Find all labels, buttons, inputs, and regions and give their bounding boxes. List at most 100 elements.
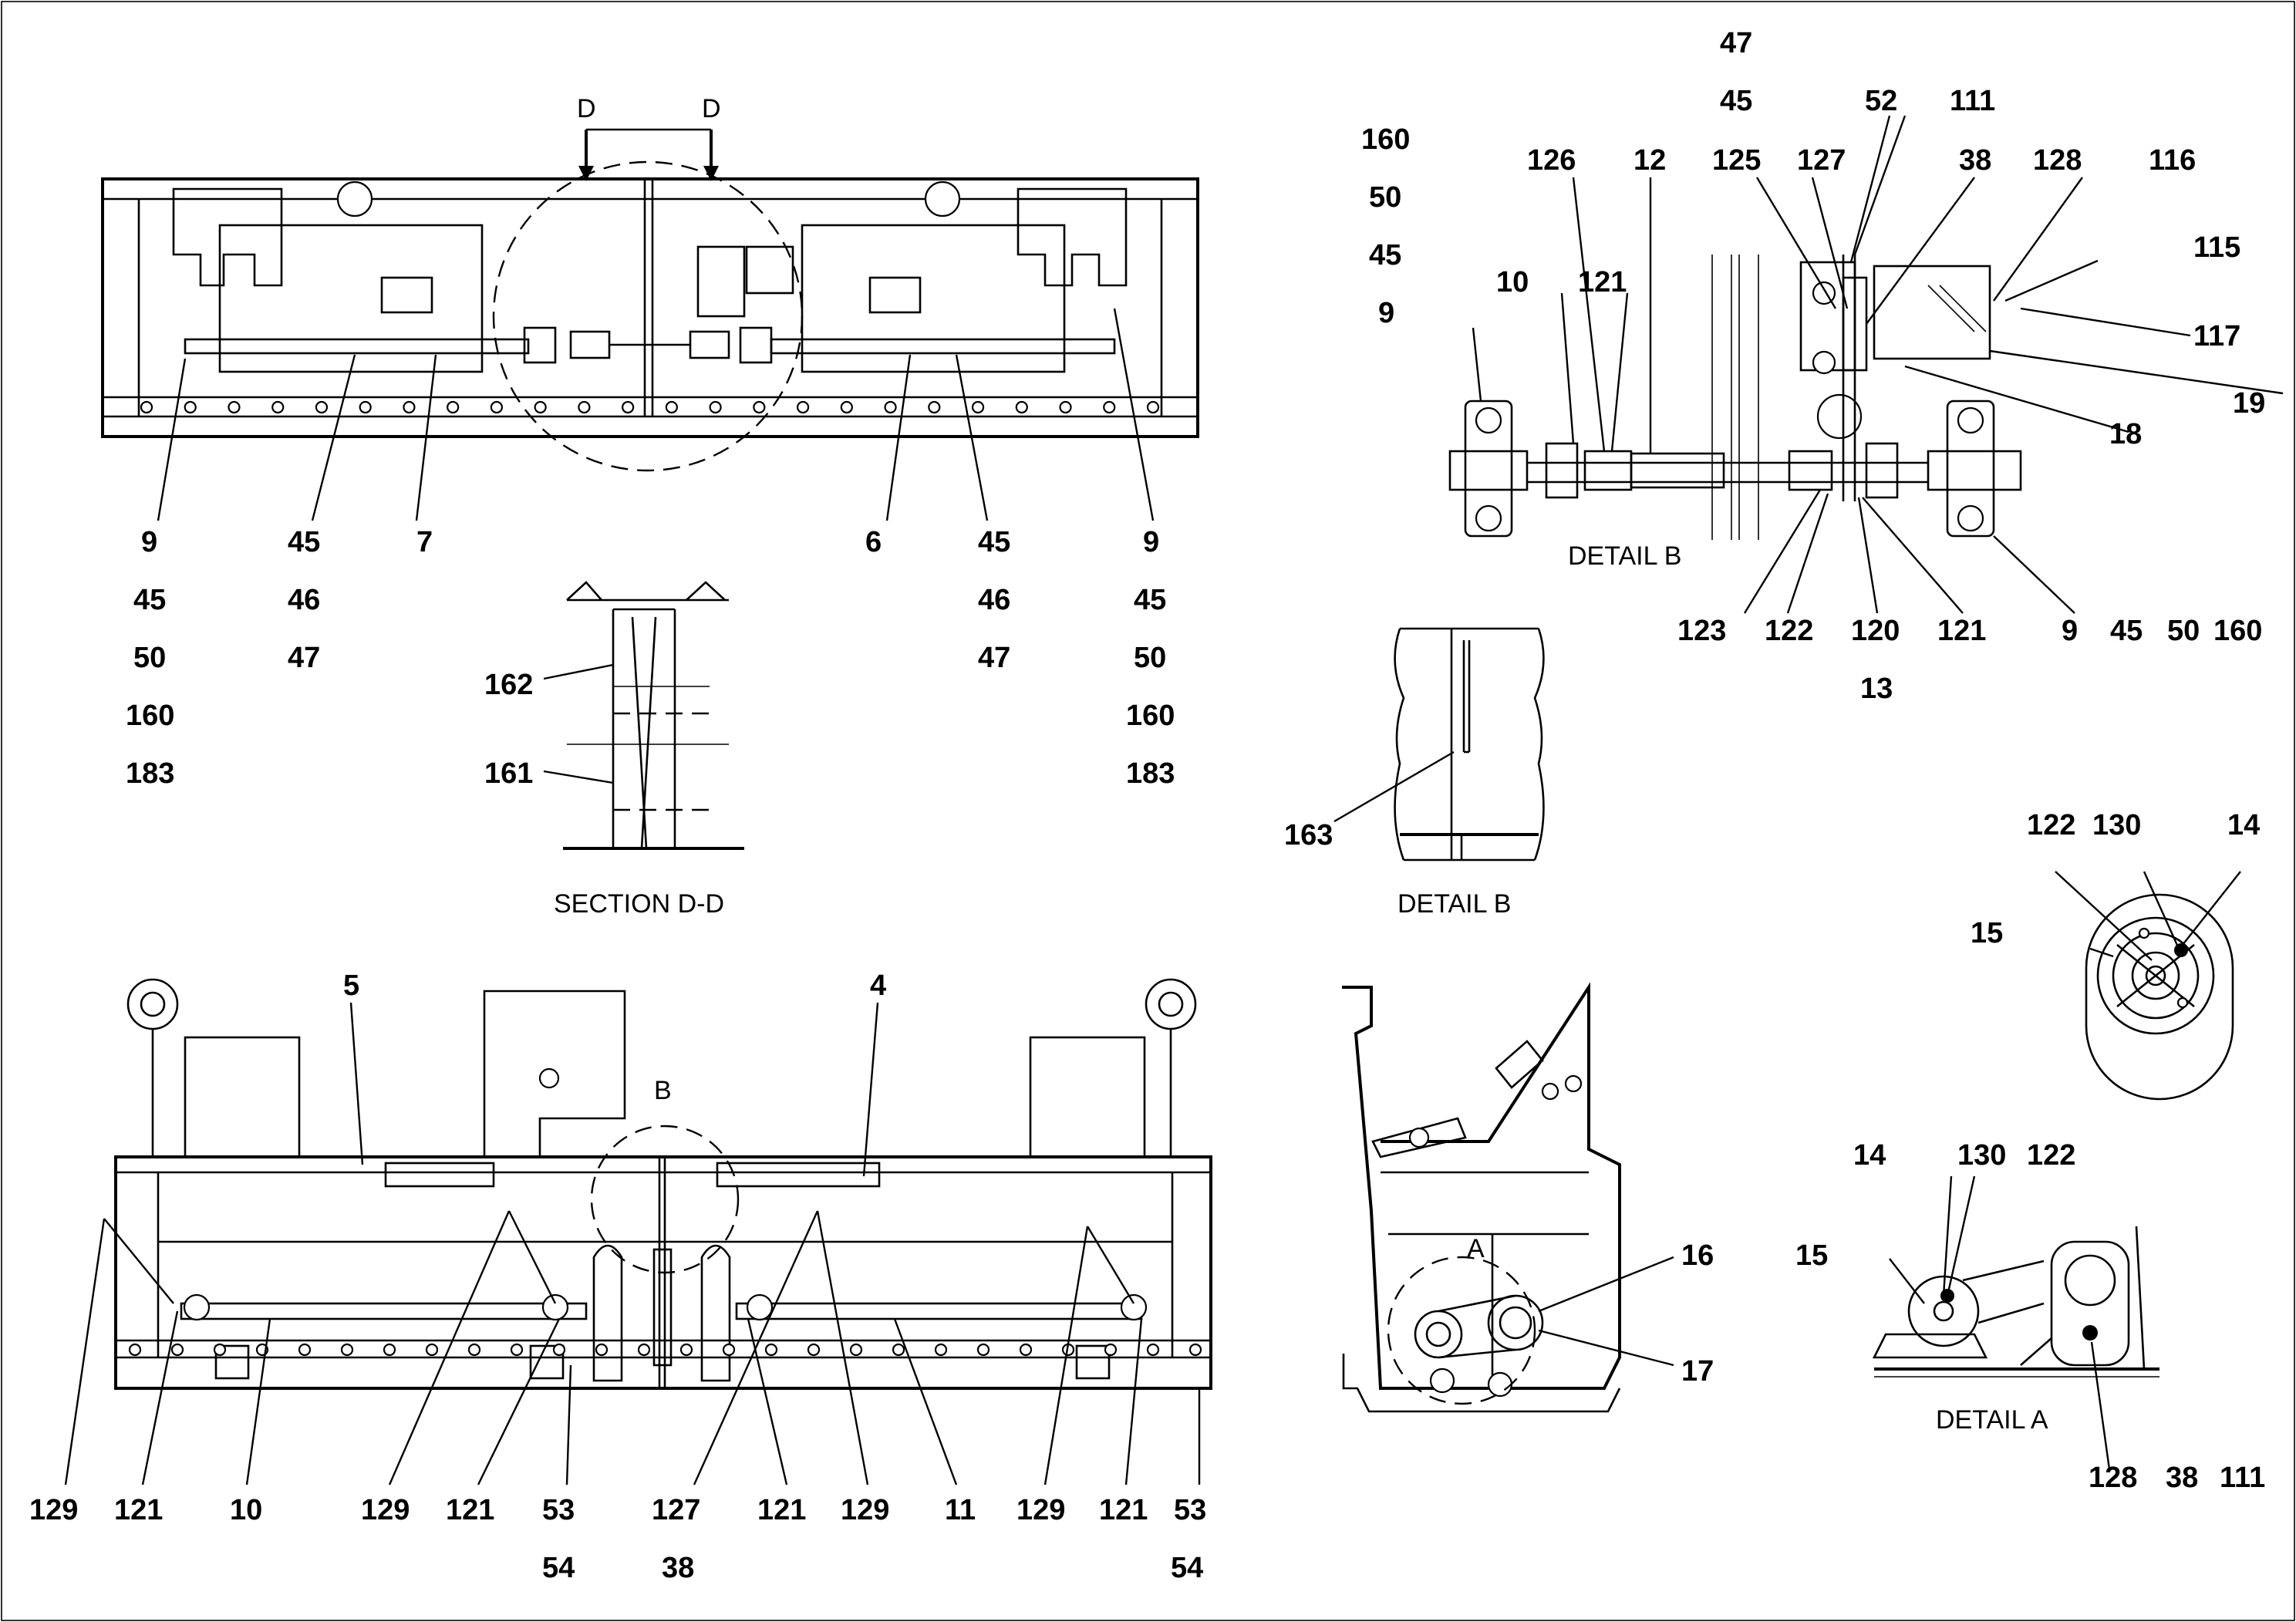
bolt-head [1015,400,1028,414]
bolt-head [1104,1343,1118,1357]
callout-a-130: 130 [1957,1139,2006,1172]
callout-right-stack-45: 45 [1134,584,1166,616]
callout-6: 6 [865,526,882,558]
bolt-head [184,400,197,414]
end-view: 122 130 14 15 [1971,809,2260,1101]
bolt-head [490,400,504,414]
callout-sv-16: 16 [1681,1239,1714,1272]
callout-fv-121-c: 121 [757,1494,806,1526]
bolt-head [637,1343,651,1357]
callout-fv-53-b: 53 [1174,1494,1206,1526]
callout-ev-130: 130 [2092,809,2141,841]
detail-b-assembly: 160 50 45 9 47 45 52 111 126 12 125 127 … [1361,27,2284,705]
section-marker-b: B [654,1076,672,1105]
bolt-head [271,400,285,414]
bolt-head [849,1343,863,1357]
bolt-head [892,1343,905,1357]
bolt-head [934,1343,948,1357]
callout-b-121-bot: 121 [1937,615,1986,647]
bolt-head [976,1343,990,1357]
callout-b-45: 45 [1369,239,1401,271]
bolt-head [1146,1343,1160,1357]
callout-third-stack-47: 47 [978,642,1010,674]
callout-fv-11: 11 [945,1494,976,1526]
callout-fv-121-d: 121 [1099,1494,1148,1526]
callout-b-9: 9 [1378,297,1394,329]
bolt-head [709,400,722,414]
callout-162: 162 [484,669,533,701]
callout-b-121-mid: 121 [1578,266,1627,298]
bolt-head [510,1343,524,1357]
bolt-head [796,400,810,414]
callout-b-52: 52 [1865,85,1897,117]
bolt-head [403,400,416,414]
callout-left-stack-160: 160 [126,700,174,732]
top-view: D D 9 45 7 6 45 9 45 50 160 183 46 47 46… [101,94,1199,790]
caption-section-dd: SECTION D-D [554,889,724,919]
callout-161: 161 [484,757,533,790]
callout-right-stack-183: 183 [1126,757,1175,790]
bolt-head [340,1343,354,1357]
bolt-head [971,400,985,414]
callout-fv-38: 38 [662,1552,694,1584]
callout-fv-10: 10 [230,1494,262,1526]
callout-left-stack-50: 50 [133,642,166,674]
callout-fv-129-c: 129 [841,1494,889,1526]
bolt-head [467,1343,481,1357]
side-view: A 16 17 [1342,982,1714,1413]
bolt-head [807,1343,821,1357]
callout-fv-121-b: 121 [446,1494,494,1526]
bolt-head [1059,400,1072,414]
bolt-head [622,400,635,414]
callout-a-14: 14 [1853,1139,1886,1172]
bolt-head [140,400,153,414]
callout-fv-129-d: 129 [1017,1494,1065,1526]
bolt-head [315,400,329,414]
callout-a-122: 122 [2027,1139,2075,1172]
bolt-head [1146,400,1160,414]
bolt-head [928,400,941,414]
callout-second-stack-46: 46 [288,584,320,616]
bolt-head [228,400,241,414]
bolt-head [383,1343,396,1357]
bolt-head [1103,400,1116,414]
detail-a: 14 130 122 15 DETAIL A 128 38 111 [1795,1139,2265,1494]
callout-a-128: 128 [2089,1462,2137,1494]
callout-b-12: 12 [1633,144,1666,177]
caption-detail-a: DETAIL A [1936,1405,2048,1435]
callout-b-9-bot: 9 [2062,615,2078,647]
callout-left-stack-45: 45 [133,584,166,616]
bolt-head [884,400,897,414]
bolt-head [753,400,766,414]
bolt-head [213,1343,227,1357]
callout-b-45-top: 45 [1720,85,1752,117]
callout-b-125: 125 [1712,144,1761,177]
detail-b-cut: 163 DETAIL B [1284,627,1545,919]
callout-b-13: 13 [1860,673,1893,705]
callout-a-111: 111 [2220,1462,2265,1494]
bolt-head [764,1343,778,1357]
bolt-head [128,1343,142,1357]
front-view: B 5 4 129 121 10 129 121 53 127 121 129 … [29,969,1212,1584]
callout-45-right: 45 [978,526,1010,558]
bolt-head [840,400,853,414]
callout-b-47: 47 [1720,27,1752,59]
section-marker-a: A [1467,1234,1485,1263]
callout-b-18: 18 [2109,418,2142,450]
bolt-head [1019,1343,1033,1357]
section-dd: 162 161 SECTION D-D [484,581,744,919]
bolt-head [552,1343,566,1357]
callout-fv-54-b: 54 [1171,1552,1203,1584]
callout-b-10: 10 [1496,266,1529,298]
callout-45-left: 45 [288,526,320,558]
section-marker-d-left: D [577,94,596,123]
bolt-head [722,1343,736,1357]
callout-b-115: 115 [2193,231,2240,264]
callout-fv-129-a: 129 [29,1494,78,1526]
callout-5: 5 [343,969,359,1002]
bolt-head [665,400,678,414]
callout-ev-14: 14 [2227,809,2260,841]
bolt-head [534,400,547,414]
